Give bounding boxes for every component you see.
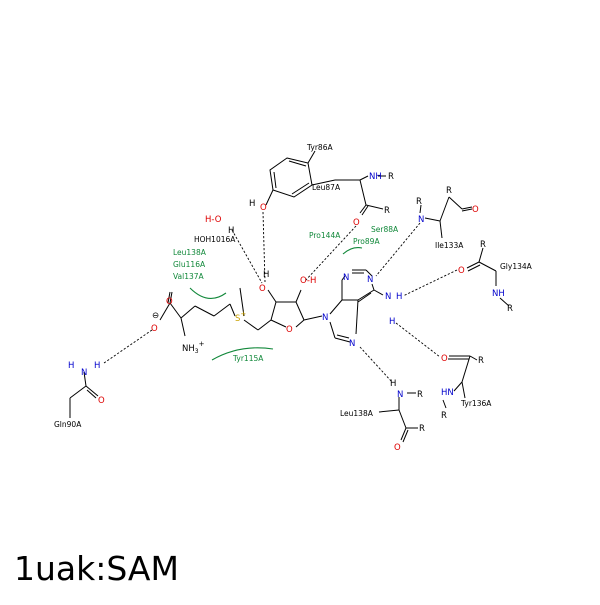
gly134-amide-nh: NH xyxy=(492,289,505,299)
residue-label-gln90: Gln90A xyxy=(54,420,82,429)
tyr86-hydroxyl-hydrogen: H xyxy=(249,199,255,209)
residue-label-glu116: Glu116A xyxy=(173,260,206,269)
hbond-leu87-ribose xyxy=(304,225,357,282)
ribose-o2-oxygen: O-H xyxy=(300,276,316,286)
residue-label-leu138: Leu138A xyxy=(173,248,207,257)
hbond-ile133-n1 xyxy=(375,222,421,277)
hbond-leu138-n7 xyxy=(359,346,393,383)
ribose-o3-oxygen: O xyxy=(259,284,266,294)
water-hydrogen: H xyxy=(228,226,234,236)
negative-charge-icon: ⊖ xyxy=(152,311,159,321)
residue-label-ser88: Ser88A xyxy=(371,225,399,234)
adenine-amine-h1: H xyxy=(396,292,402,302)
adenine-n9: N xyxy=(322,313,328,323)
residue-label-gly134: Gly134A xyxy=(500,262,533,271)
hbond-gly134-n6 xyxy=(402,269,458,297)
hbond-tyr136-n6 xyxy=(395,322,441,358)
gly134-r-group: R xyxy=(480,240,486,250)
tyr136-carbonyl-oxygen: O xyxy=(441,354,448,364)
gly134-r-group-n: R xyxy=(507,304,513,314)
ile133-r-group-n: R xyxy=(416,197,422,207)
hydrophobic-arc-leu138-glu116-val137 xyxy=(189,287,227,299)
residue-label-hoh: HOH1016A xyxy=(194,235,236,244)
leu138-amide-hydrogen: H xyxy=(390,379,396,389)
hbond-water-ribose xyxy=(231,229,263,284)
tyr136-amide-hn: HN xyxy=(441,388,454,398)
gly134-carbonyl-oxygen: O xyxy=(458,266,465,276)
leu138-carbonyl-oxygen: O xyxy=(394,443,401,453)
residue-label-leu138-bottom: Leu138A xyxy=(340,409,374,418)
leu138-r-group-n: R xyxy=(417,390,423,400)
residue-label-pro144: Pro144A xyxy=(309,231,341,240)
leu87-amide-nh: NH xyxy=(369,172,382,182)
residue-label-leu87: Leu87A xyxy=(312,183,341,192)
leu138-amide-n: N xyxy=(397,390,403,400)
carboxylate-oxygen-top: O xyxy=(166,297,173,307)
residue-label-tyr86: Tyr86A xyxy=(306,143,333,152)
gln90-carbonyl-oxygen: O xyxy=(98,396,105,406)
leu87-r-group: R xyxy=(388,172,394,182)
ile133-carbonyl-oxygen: O xyxy=(472,205,479,215)
residue-label-tyr136: Tyr136A xyxy=(460,399,492,408)
hydrophobic-arc-pro144 xyxy=(342,247,363,255)
hydrophobic-arc-tyr115 xyxy=(211,347,274,361)
tyr136-r-group-n: R xyxy=(441,411,447,421)
water-atoms: H-O xyxy=(205,215,222,225)
ser88-r-group: R xyxy=(384,206,390,216)
adenine-amine-n6: N xyxy=(385,292,391,302)
ribose-ring-oxygen: O xyxy=(286,325,293,335)
ribose-o3-hydrogen: H xyxy=(263,270,269,280)
leu138-r-group-c: R xyxy=(419,424,425,434)
structure-caption: 1uak:SAM xyxy=(14,549,179,588)
gln90-amide-n: N xyxy=(81,368,87,378)
gln90-amide-h-left: H xyxy=(68,361,74,371)
adenine-amine-h2: H xyxy=(389,317,395,327)
carboxylate-oxygen-bottom: O xyxy=(151,324,158,334)
tyr86-hydroxyl-oxygen: O xyxy=(260,203,267,213)
ile133-r-group-c: R xyxy=(446,186,452,196)
residue-label-val137: Val137A xyxy=(173,272,205,281)
sulfonium-sulfur: S+ xyxy=(235,310,246,324)
tyr136-r-group: R xyxy=(478,356,484,366)
ile133-amide-n: N xyxy=(418,215,424,225)
hbond-gln90-carboxyl xyxy=(103,329,153,364)
adenine-n7: N xyxy=(349,339,355,349)
residue-label-ile133: Ile133A xyxy=(435,241,464,250)
gln90-amide-h-right: H xyxy=(94,361,100,371)
adenine-n3: N xyxy=(343,273,349,283)
leu87-carbonyl-oxygen: O xyxy=(353,218,360,228)
residue-label-tyr115: Tyr115A xyxy=(232,354,264,363)
residue-label-pro89: Pro89A xyxy=(353,237,380,246)
ammonium-label: NH3+ xyxy=(182,340,205,355)
adenine-n1: N xyxy=(367,275,373,285)
